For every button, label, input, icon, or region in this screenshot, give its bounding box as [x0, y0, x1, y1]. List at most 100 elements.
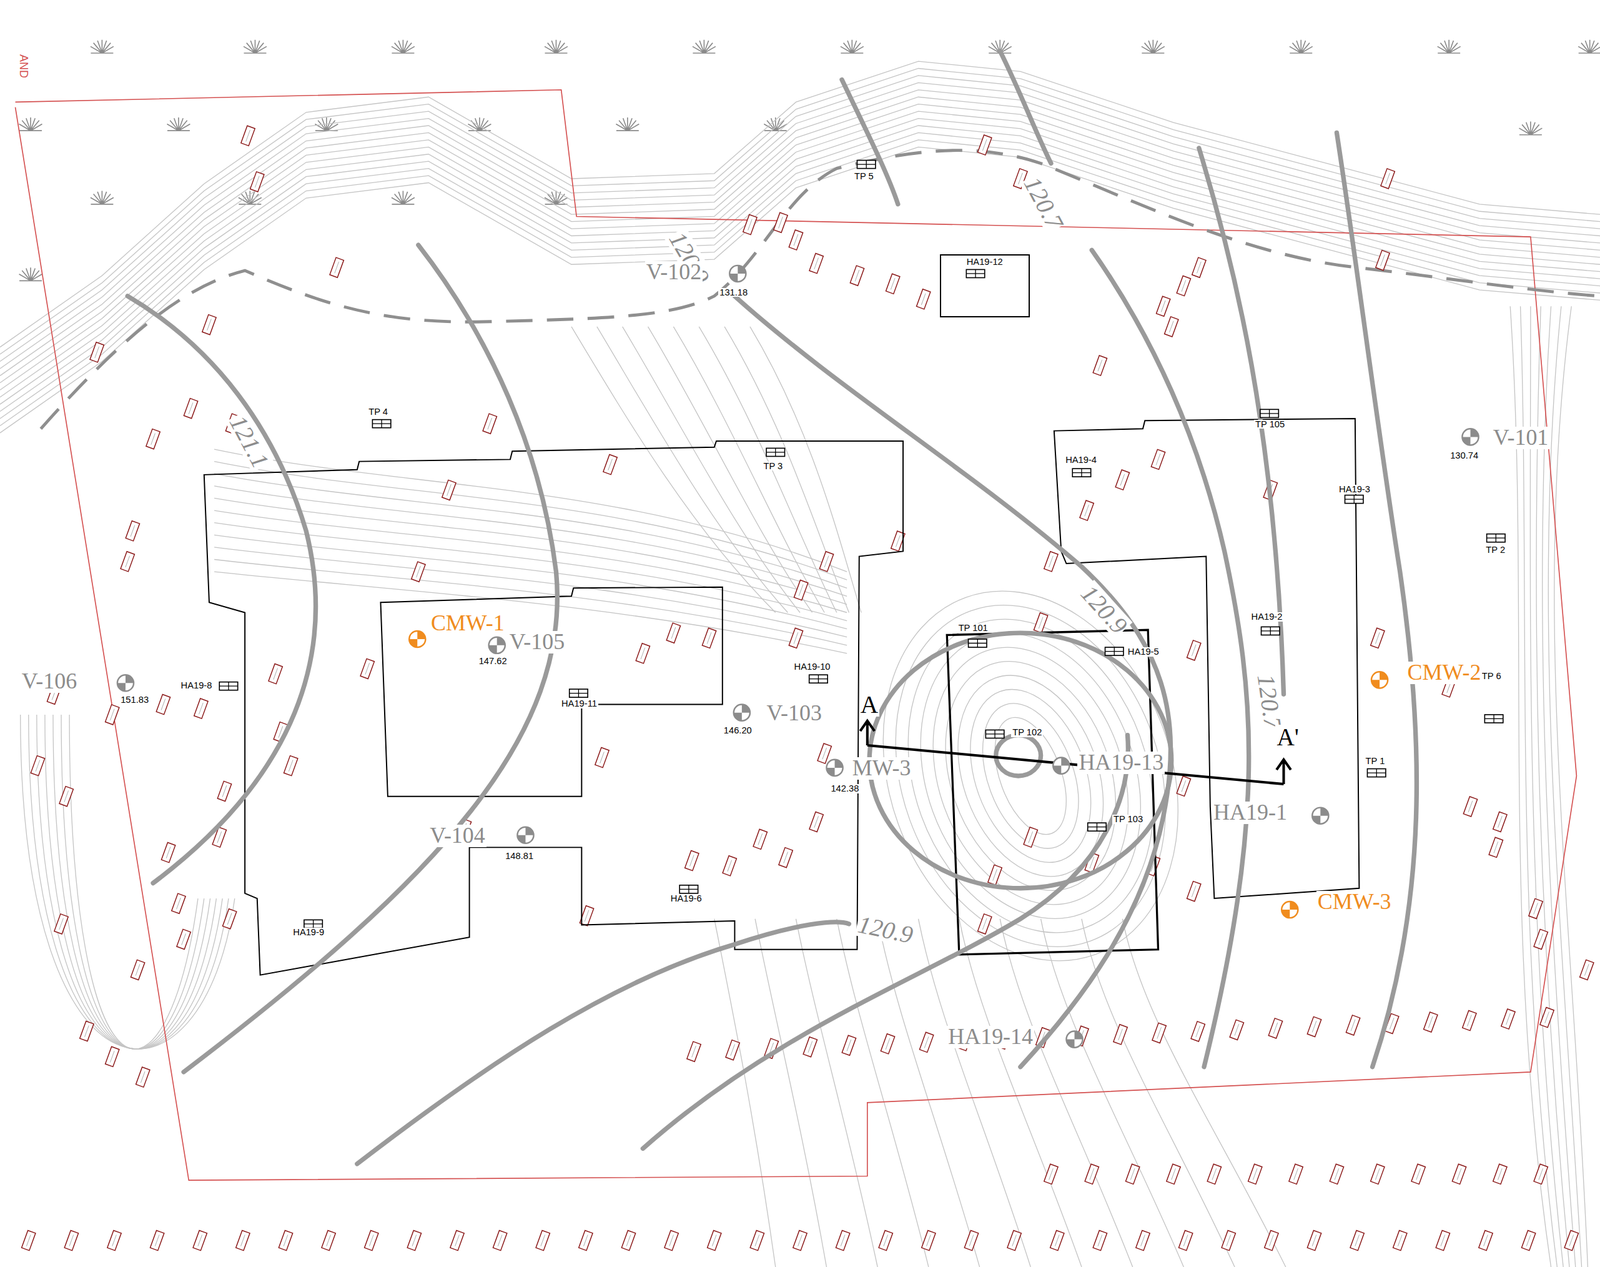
tree-mark: [1498, 1167, 1503, 1180]
tree-mark: [793, 632, 799, 644]
tree-mark: [600, 751, 605, 763]
tree-mark: [1097, 359, 1103, 371]
tree-mark: [188, 402, 193, 414]
tree-symbol: [1187, 640, 1201, 661]
well-label: HA19-13: [1077, 751, 1165, 774]
tree-mark: [1312, 1020, 1317, 1032]
boring-area-box: HA19-12: [939, 254, 1030, 318]
contour-line: [755, 918, 827, 1267]
tree-mark: [1389, 1017, 1394, 1029]
tree-symbol: [793, 1229, 807, 1250]
test-pit-symbol: [985, 729, 1004, 738]
tree-symbol: [1229, 1019, 1244, 1040]
tree-mark: [669, 1234, 674, 1246]
topo-contours: [0, 61, 1600, 1267]
contour-line: [0, 132, 1600, 419]
tree-symbol: [1350, 1229, 1364, 1250]
tree-symbol: [241, 125, 255, 146]
tree-symbol: [964, 1229, 978, 1250]
marsh-symbol: [615, 117, 639, 131]
boring-label: TP 5: [853, 171, 875, 182]
dash-path: [40, 150, 1600, 430]
contour-line: [0, 96, 1600, 383]
boring-label: HA19-4: [1064, 455, 1098, 465]
tree-symbol: [321, 1229, 336, 1250]
tree-symbol: [1079, 500, 1094, 521]
tree-symbol: [753, 828, 767, 849]
building: [380, 587, 722, 797]
tree-mark: [154, 1234, 160, 1246]
boring-label: 147.62: [477, 656, 509, 666]
contour-line: [882, 602, 1179, 950]
tree-symbol: [1370, 627, 1385, 648]
tree-mark: [1054, 1234, 1060, 1246]
tree-symbol: [492, 1229, 507, 1250]
tree-mark: [783, 851, 789, 863]
tree-symbol: [1488, 836, 1503, 857]
test-pit-symbol: [219, 681, 238, 691]
tree-symbol: [64, 1229, 79, 1250]
tree-symbol: [835, 1229, 850, 1250]
tree-symbol: [146, 429, 160, 450]
tree-mark: [365, 662, 370, 674]
tree-symbol: [1092, 1229, 1107, 1250]
tree-mark: [1084, 504, 1090, 516]
tree-symbol: [1084, 1163, 1099, 1184]
tree-symbol: [1501, 1008, 1516, 1029]
tree-mark: [1538, 1167, 1544, 1180]
tree-symbol: [635, 643, 650, 664]
tree-symbol: [788, 627, 803, 648]
contour-label: 120.7: [1253, 671, 1286, 732]
contour-line: [931, 654, 1130, 897]
contour-line: [214, 571, 847, 654]
tree-symbol: [686, 1041, 701, 1062]
building-outlines: [204, 418, 1360, 975]
contour-label: 121.1: [225, 410, 275, 473]
tree-mark: [778, 216, 784, 228]
tree-symbol: [125, 520, 140, 541]
tree-symbol: [841, 1034, 856, 1055]
tree-mark: [824, 555, 829, 568]
tree-symbol: [59, 786, 74, 807]
tree-mark: [885, 1037, 890, 1050]
boring-label: TP 2: [1484, 545, 1507, 555]
test-pit-mark: [679, 884, 698, 894]
contour-line: [849, 566, 1212, 985]
contour-line: [0, 104, 1600, 391]
tree-mark: [1273, 1022, 1278, 1034]
test-pit-symbol: [809, 674, 828, 683]
marsh-symbol: [90, 39, 114, 54]
boring-symbols: [117, 160, 1506, 1048]
tree-symbol: [685, 850, 699, 871]
tree-mark: [1038, 617, 1043, 629]
tree-mark: [1533, 902, 1539, 914]
marsh-symbol: [692, 39, 716, 54]
tree-symbol: [773, 212, 788, 233]
contour-line: [981, 707, 1081, 844]
tree-symbol: [1156, 296, 1171, 317]
boring-label: TP 102: [1011, 727, 1043, 737]
tree-symbol: [1423, 1011, 1438, 1032]
test-pit-mark: [1345, 495, 1364, 504]
boring-label: 142.38: [829, 783, 860, 794]
tree-symbol: [817, 743, 832, 764]
well-label: V-104: [428, 824, 487, 847]
tree-mark: [840, 1234, 845, 1246]
tree-symbol: [1462, 1009, 1477, 1030]
tree-symbol: [1533, 928, 1548, 949]
dashed-line: [40, 150, 1600, 430]
tree-mark: [1157, 1026, 1162, 1038]
tree-mark: [283, 1234, 288, 1246]
tree-mark: [896, 535, 901, 547]
tree-mark: [1397, 1234, 1403, 1246]
test-pit-symbol: [968, 638, 987, 647]
tree-mark: [94, 346, 100, 358]
test-pit-mark: [766, 447, 785, 456]
test-pit-symbol: [1345, 495, 1364, 504]
tree-mark: [992, 868, 998, 880]
tree-symbol: [578, 1229, 593, 1250]
tree-symbol: [1435, 1229, 1450, 1250]
tree-mark: [326, 1234, 331, 1246]
boring-label: HA19-2: [1250, 612, 1284, 622]
